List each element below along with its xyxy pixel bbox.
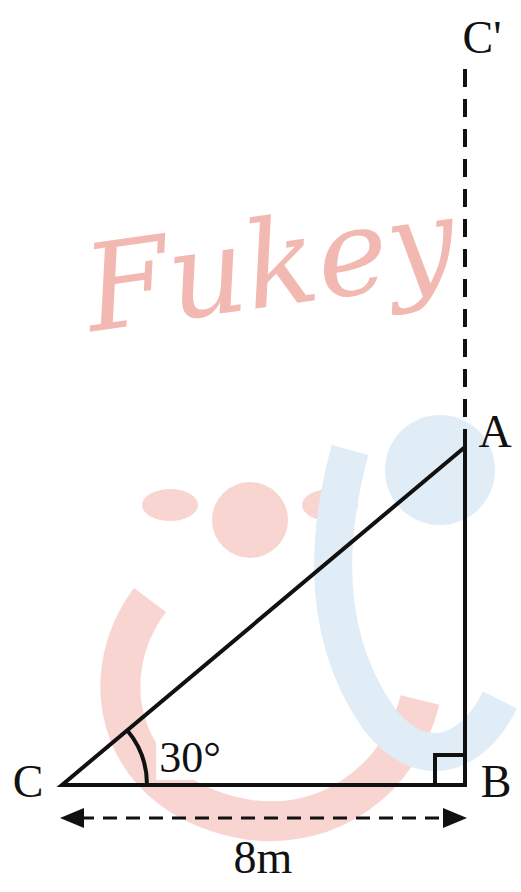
watermark: Fukey bbox=[77, 180, 462, 351]
angle-arc bbox=[127, 730, 147, 785]
right-angle-mark bbox=[435, 755, 465, 785]
point-label: C bbox=[13, 759, 44, 805]
extension-line bbox=[463, 68, 467, 447]
watermark-logo bbox=[120, 415, 500, 821]
point-label: C' bbox=[463, 15, 502, 61]
logo-head bbox=[212, 482, 288, 558]
dimension-arrowhead bbox=[60, 808, 84, 828]
triangle bbox=[62, 447, 465, 785]
logo-bun bbox=[142, 489, 198, 521]
dimension-arrowhead bbox=[443, 808, 467, 828]
angle-label: 30° bbox=[156, 736, 224, 780]
point-label: B bbox=[481, 759, 512, 805]
logo-swoosh bbox=[333, 450, 500, 752]
dimension-label: 8m bbox=[234, 835, 293, 881]
point-label: A bbox=[478, 409, 511, 455]
dimension-line bbox=[80, 817, 447, 820]
